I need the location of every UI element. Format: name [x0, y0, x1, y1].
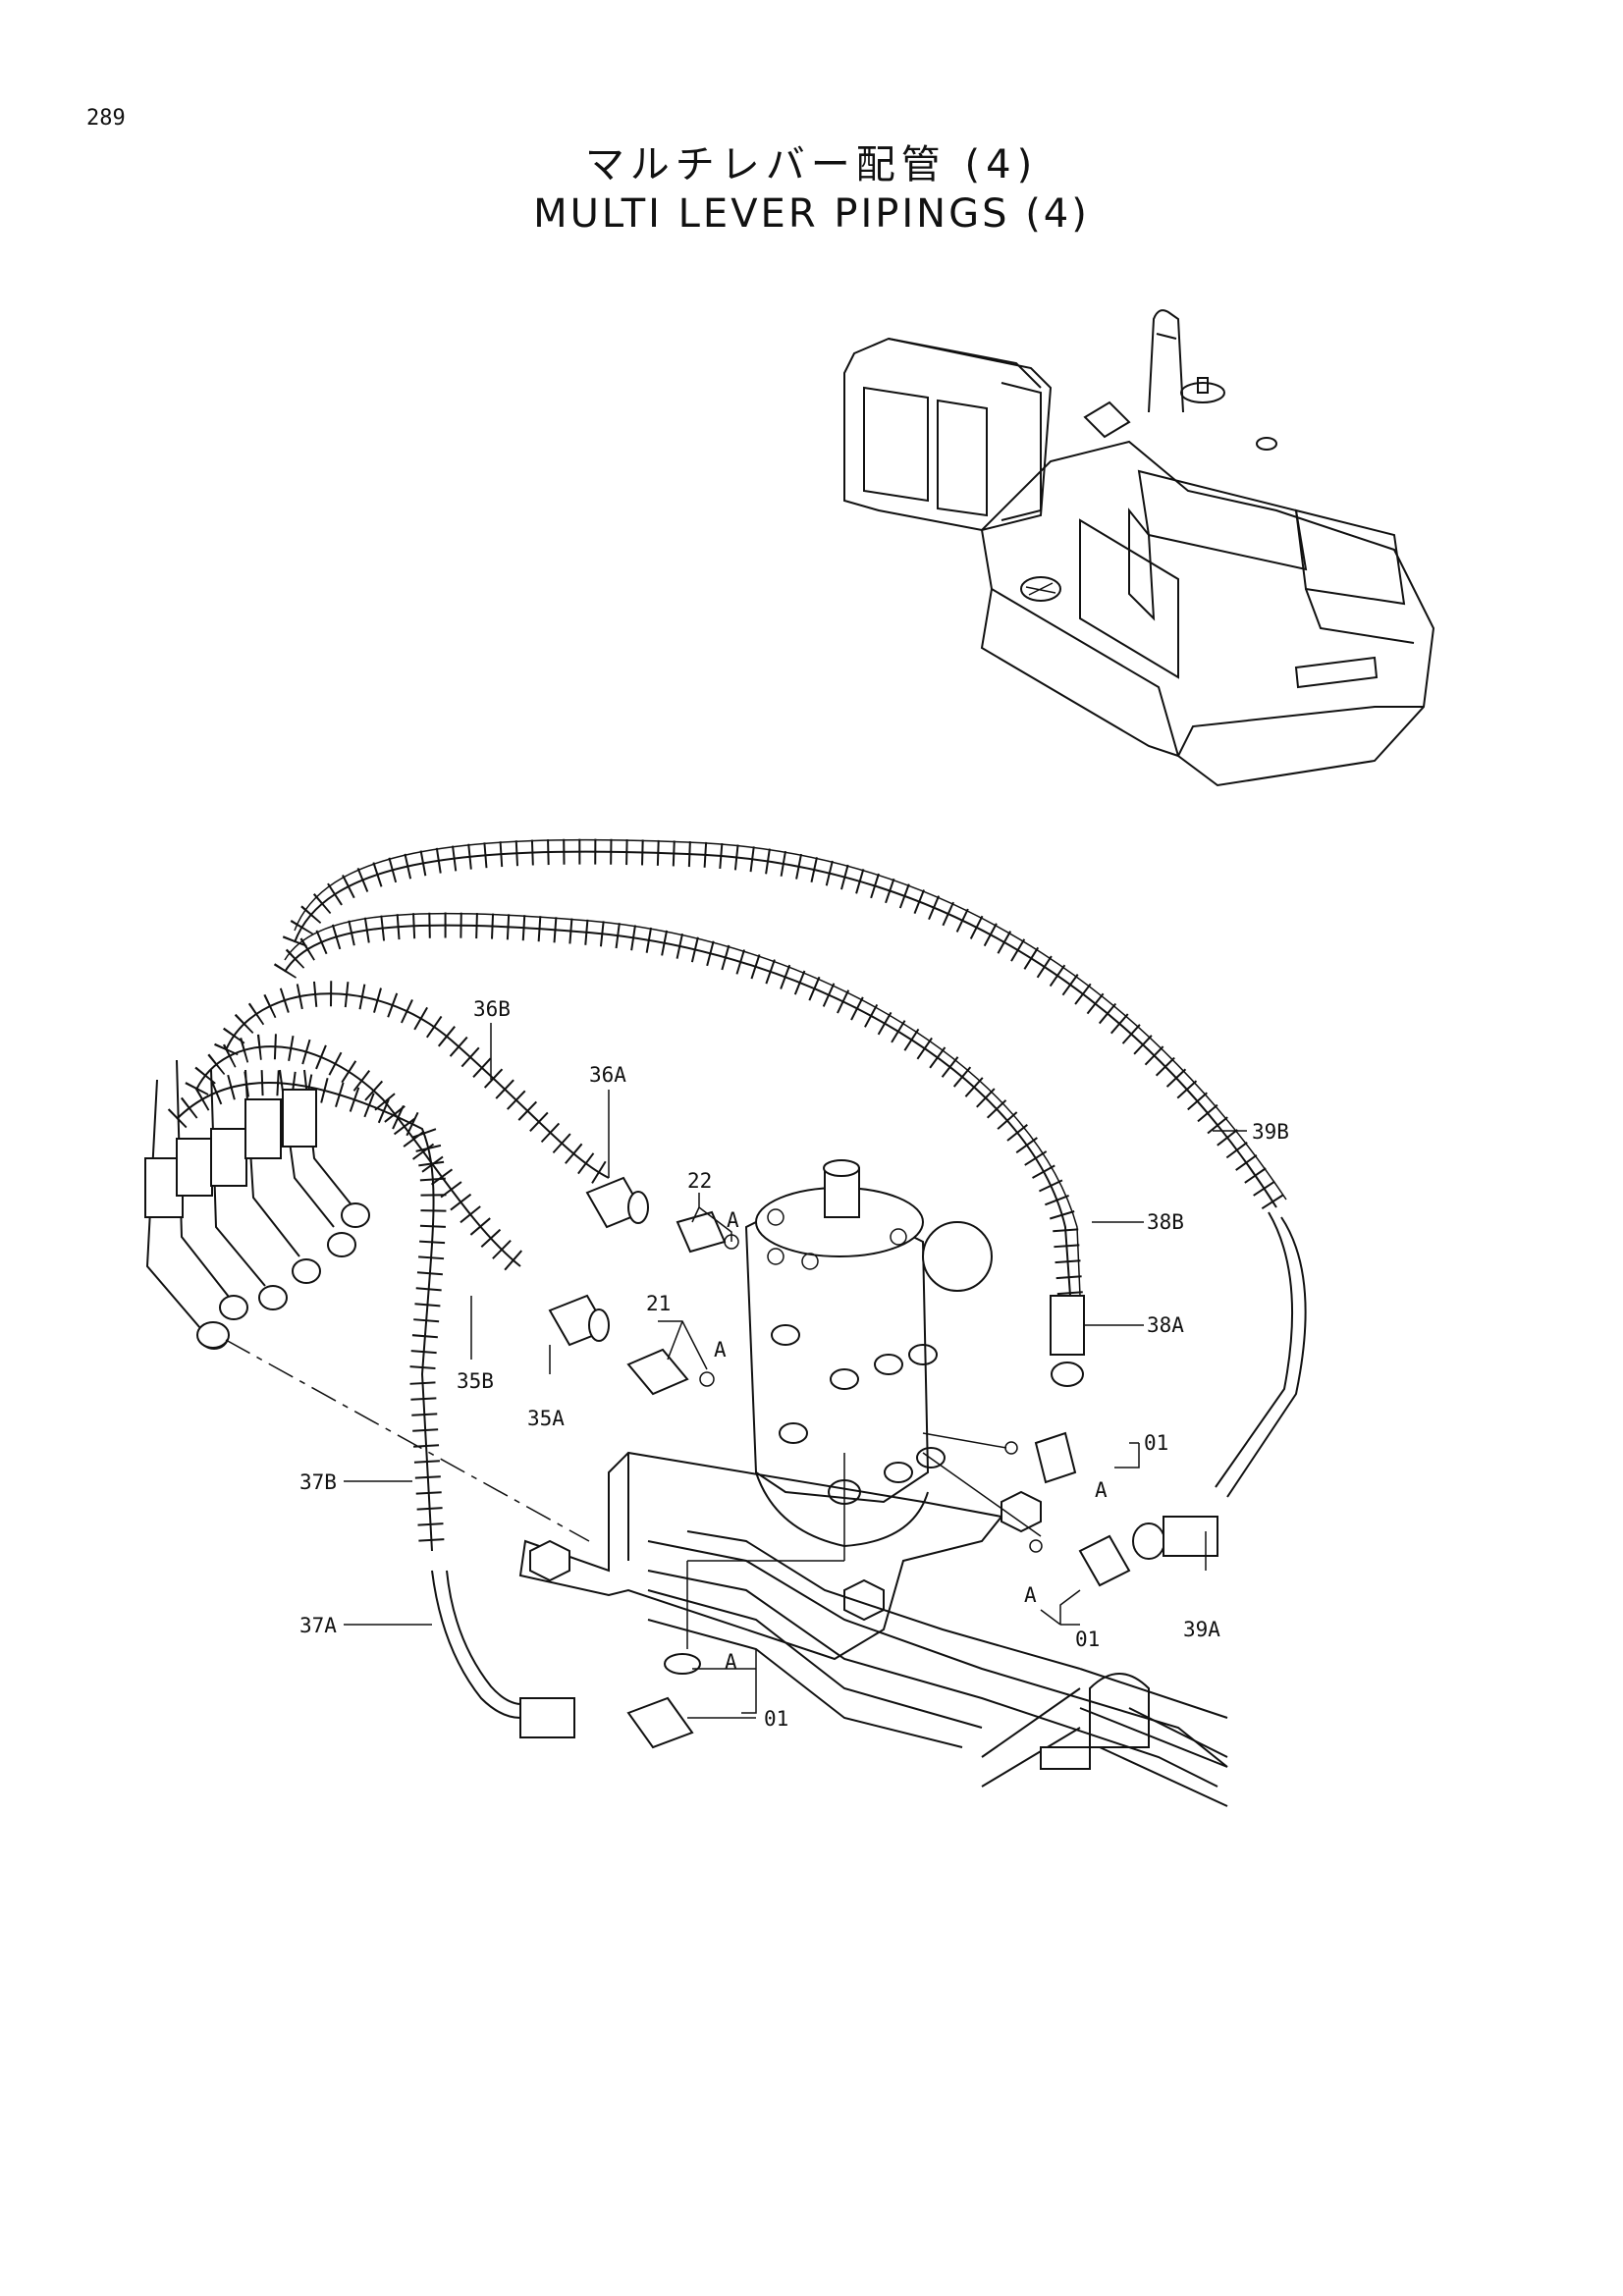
callout-38A: 38A [1147, 1313, 1184, 1337]
callout-35B: 35B [457, 1369, 494, 1393]
callout-35A: 35A [527, 1407, 565, 1430]
mounting-plate [518, 1451, 1228, 1807]
callout-21: 21 [646, 1292, 671, 1315]
callout-A-2: A [714, 1338, 727, 1362]
left-hose-bundle [144, 1059, 370, 1350]
callout-37B: 37B [299, 1470, 337, 1494]
callout-36A: 36A [589, 1063, 626, 1087]
callout-39A: 39A [1183, 1618, 1220, 1641]
callout-37A: 37A [299, 1614, 337, 1637]
callout-A-5: A [725, 1650, 737, 1674]
callout-A-3: A [1095, 1478, 1108, 1502]
callout-01-b: 01 [1075, 1628, 1100, 1651]
title-english: MULTI LEVER PIPINGS (4) [533, 191, 1090, 237]
callout-38B: 38B [1147, 1210, 1184, 1234]
hose-35B [185, 1034, 529, 1277]
callout-36B: 36B [473, 997, 511, 1021]
callout-22: 22 [687, 1169, 712, 1193]
leader-lines [225, 1023, 1247, 1719]
hose-38B [273, 912, 1083, 1297]
page-number: 289 [86, 106, 126, 131]
callout-01-c: 01 [764, 1707, 788, 1731]
callout-01-a: 01 [1144, 1431, 1168, 1455]
title-japanese: マルチレバー配管 (4) [584, 142, 1039, 187]
multi-lever-valve [744, 1159, 993, 1548]
excavator-locator-illustration [843, 309, 1435, 787]
hose-37B [167, 1070, 521, 1719]
hose-36B [214, 981, 616, 1190]
callout-39B: 39B [1252, 1120, 1289, 1144]
callout-labels: 36B 36A 22 A 21 A 35B 35A 38B 38A 39B 01… [299, 997, 1289, 1731]
callout-A-4: A [1024, 1583, 1037, 1607]
callout-A-1: A [727, 1208, 739, 1232]
hose-39B [282, 838, 1307, 1498]
fittings [196, 1176, 1218, 1749]
